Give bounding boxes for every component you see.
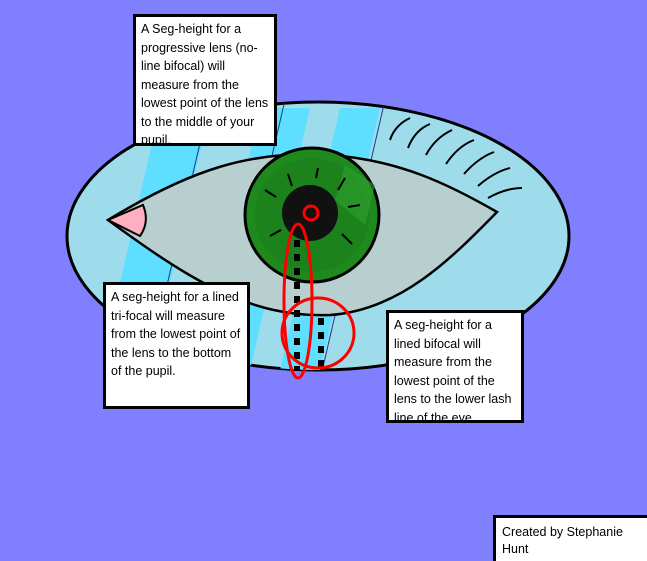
- bifocal-note: A seg-height for a lined bifocal will me…: [386, 310, 524, 423]
- pupil-center-marker: [302, 204, 320, 222]
- eyelashes: [389, 117, 523, 199]
- credit-label: Created by Stephanie Hunt: [493, 515, 647, 561]
- trifocal-marker-ellipse: [282, 222, 314, 380]
- bifocal-marker-ellipse: [280, 296, 356, 370]
- trifocal-note: A seg-height for a lined tri-focal will …: [103, 282, 250, 409]
- pupil: [282, 185, 338, 241]
- progressive-note: A Seg-height for a progressive lens (no-…: [133, 14, 277, 146]
- iris-lines: [264, 167, 361, 245]
- tear-duct: [105, 203, 147, 238]
